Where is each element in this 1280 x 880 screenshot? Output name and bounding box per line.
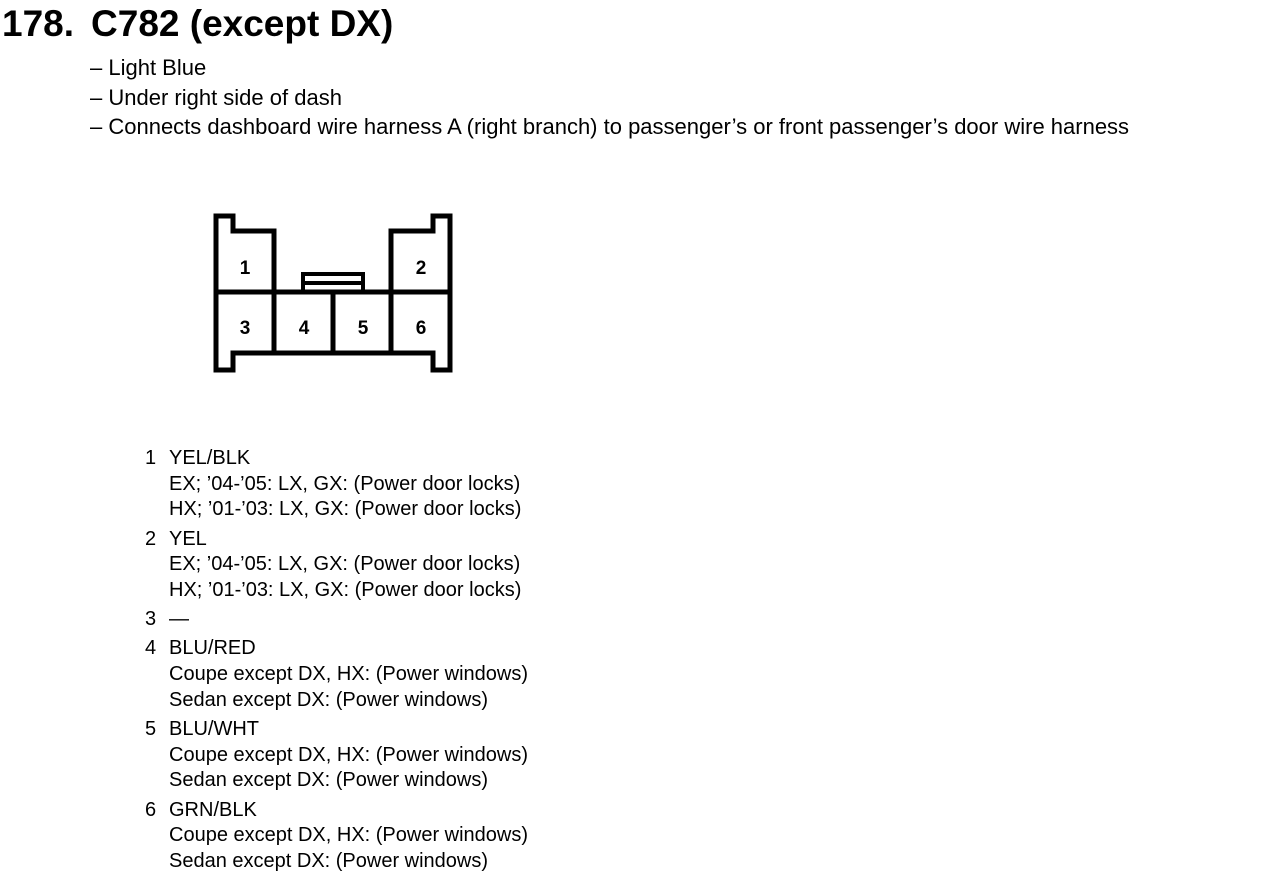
pin-entry: 4 BLU/RED Coupe except DX, HX: (Power win… (145, 636, 528, 713)
pin-wire-color: YEL (169, 527, 207, 550)
pin-application: Sedan except DX: (Power windows) (169, 688, 489, 711)
cavity-3-label: 3 (240, 318, 251, 339)
pin-number: 2 (145, 527, 157, 550)
connector-notes: – Light Blue – Under right side of dash … (90, 53, 1129, 142)
pin-application: Sedan except DX: (Power windows) (169, 850, 489, 873)
connector-face-diagram: 1 2 3 4 5 6 (213, 213, 453, 373)
pin-list: 1 YEL/BLK EX; ’04-’05: LX, GX: (Power doo… (145, 446, 528, 878)
pin-number: 1 (145, 447, 157, 469)
connector-housing (213, 213, 453, 373)
pin-wire-color: BLU/RED (169, 637, 256, 660)
cavity-6-label: 6 (416, 318, 427, 339)
cavity-1-label: 1 (240, 258, 251, 279)
note-connects: – Connects dashboard wire harness A (rig… (90, 114, 1130, 139)
pin-application: HX; ’01-’03: LX, GX: (Power door locks) (169, 579, 522, 602)
cavity-2-label: 2 (416, 258, 427, 279)
pin-number: 3 (145, 608, 157, 631)
pin-application: EX; ’04-’05: LX, GX: (Power door locks) (169, 472, 521, 495)
cavity-4-label: 4 (299, 318, 310, 339)
page-title: 178. C782 (except DX) (2, 2, 393, 46)
pin-wire-color: BLU/WHT (169, 718, 259, 741)
pin-wire-color: — (169, 608, 189, 631)
pin-application: Coupe except DX, HX: (Power windows) (169, 663, 529, 686)
cavity-5-label: 5 (358, 318, 369, 339)
pin-application: EX; ’04-’05: LX, GX: (Power door locks) (169, 553, 521, 576)
pin-entry: 5 BLU/WHT Coupe except DX, HX: (Power win… (145, 717, 528, 794)
pin-application: Coupe except DX, HX: (Power windows) (169, 824, 529, 847)
connector-name: C782 (except DX) (91, 3, 394, 44)
pin-number: 4 (145, 637, 157, 660)
pin-wire-color: GRN/BLK (169, 798, 257, 821)
pin-entry: 1 YEL/BLK EX; ’04-’05: LX, GX: (Power doo… (145, 446, 528, 523)
pin-entry: 2 YEL EX; ’04-’05: LX, GX: (Power door lo… (145, 527, 528, 604)
pin-application: Sedan except DX: (Power windows) (169, 769, 489, 792)
connector-number: 178. (2, 3, 75, 44)
pin-number: 6 (145, 798, 157, 821)
pin-application: Coupe except DX, HX: (Power windows) (169, 743, 529, 766)
pin-wire-color: YEL/BLK (169, 447, 251, 469)
note-location: – Under right side of dash (90, 84, 342, 110)
pin-entry: 3— (145, 607, 528, 633)
pin-entry: 6 GRN/BLK Coupe except DX, HX: (Power win… (145, 798, 528, 875)
pin-number: 5 (145, 718, 157, 741)
note-color: – Light Blue (90, 55, 207, 80)
pin-application: HX; ’01-’03: LX, GX: (Power door locks) (169, 498, 522, 521)
